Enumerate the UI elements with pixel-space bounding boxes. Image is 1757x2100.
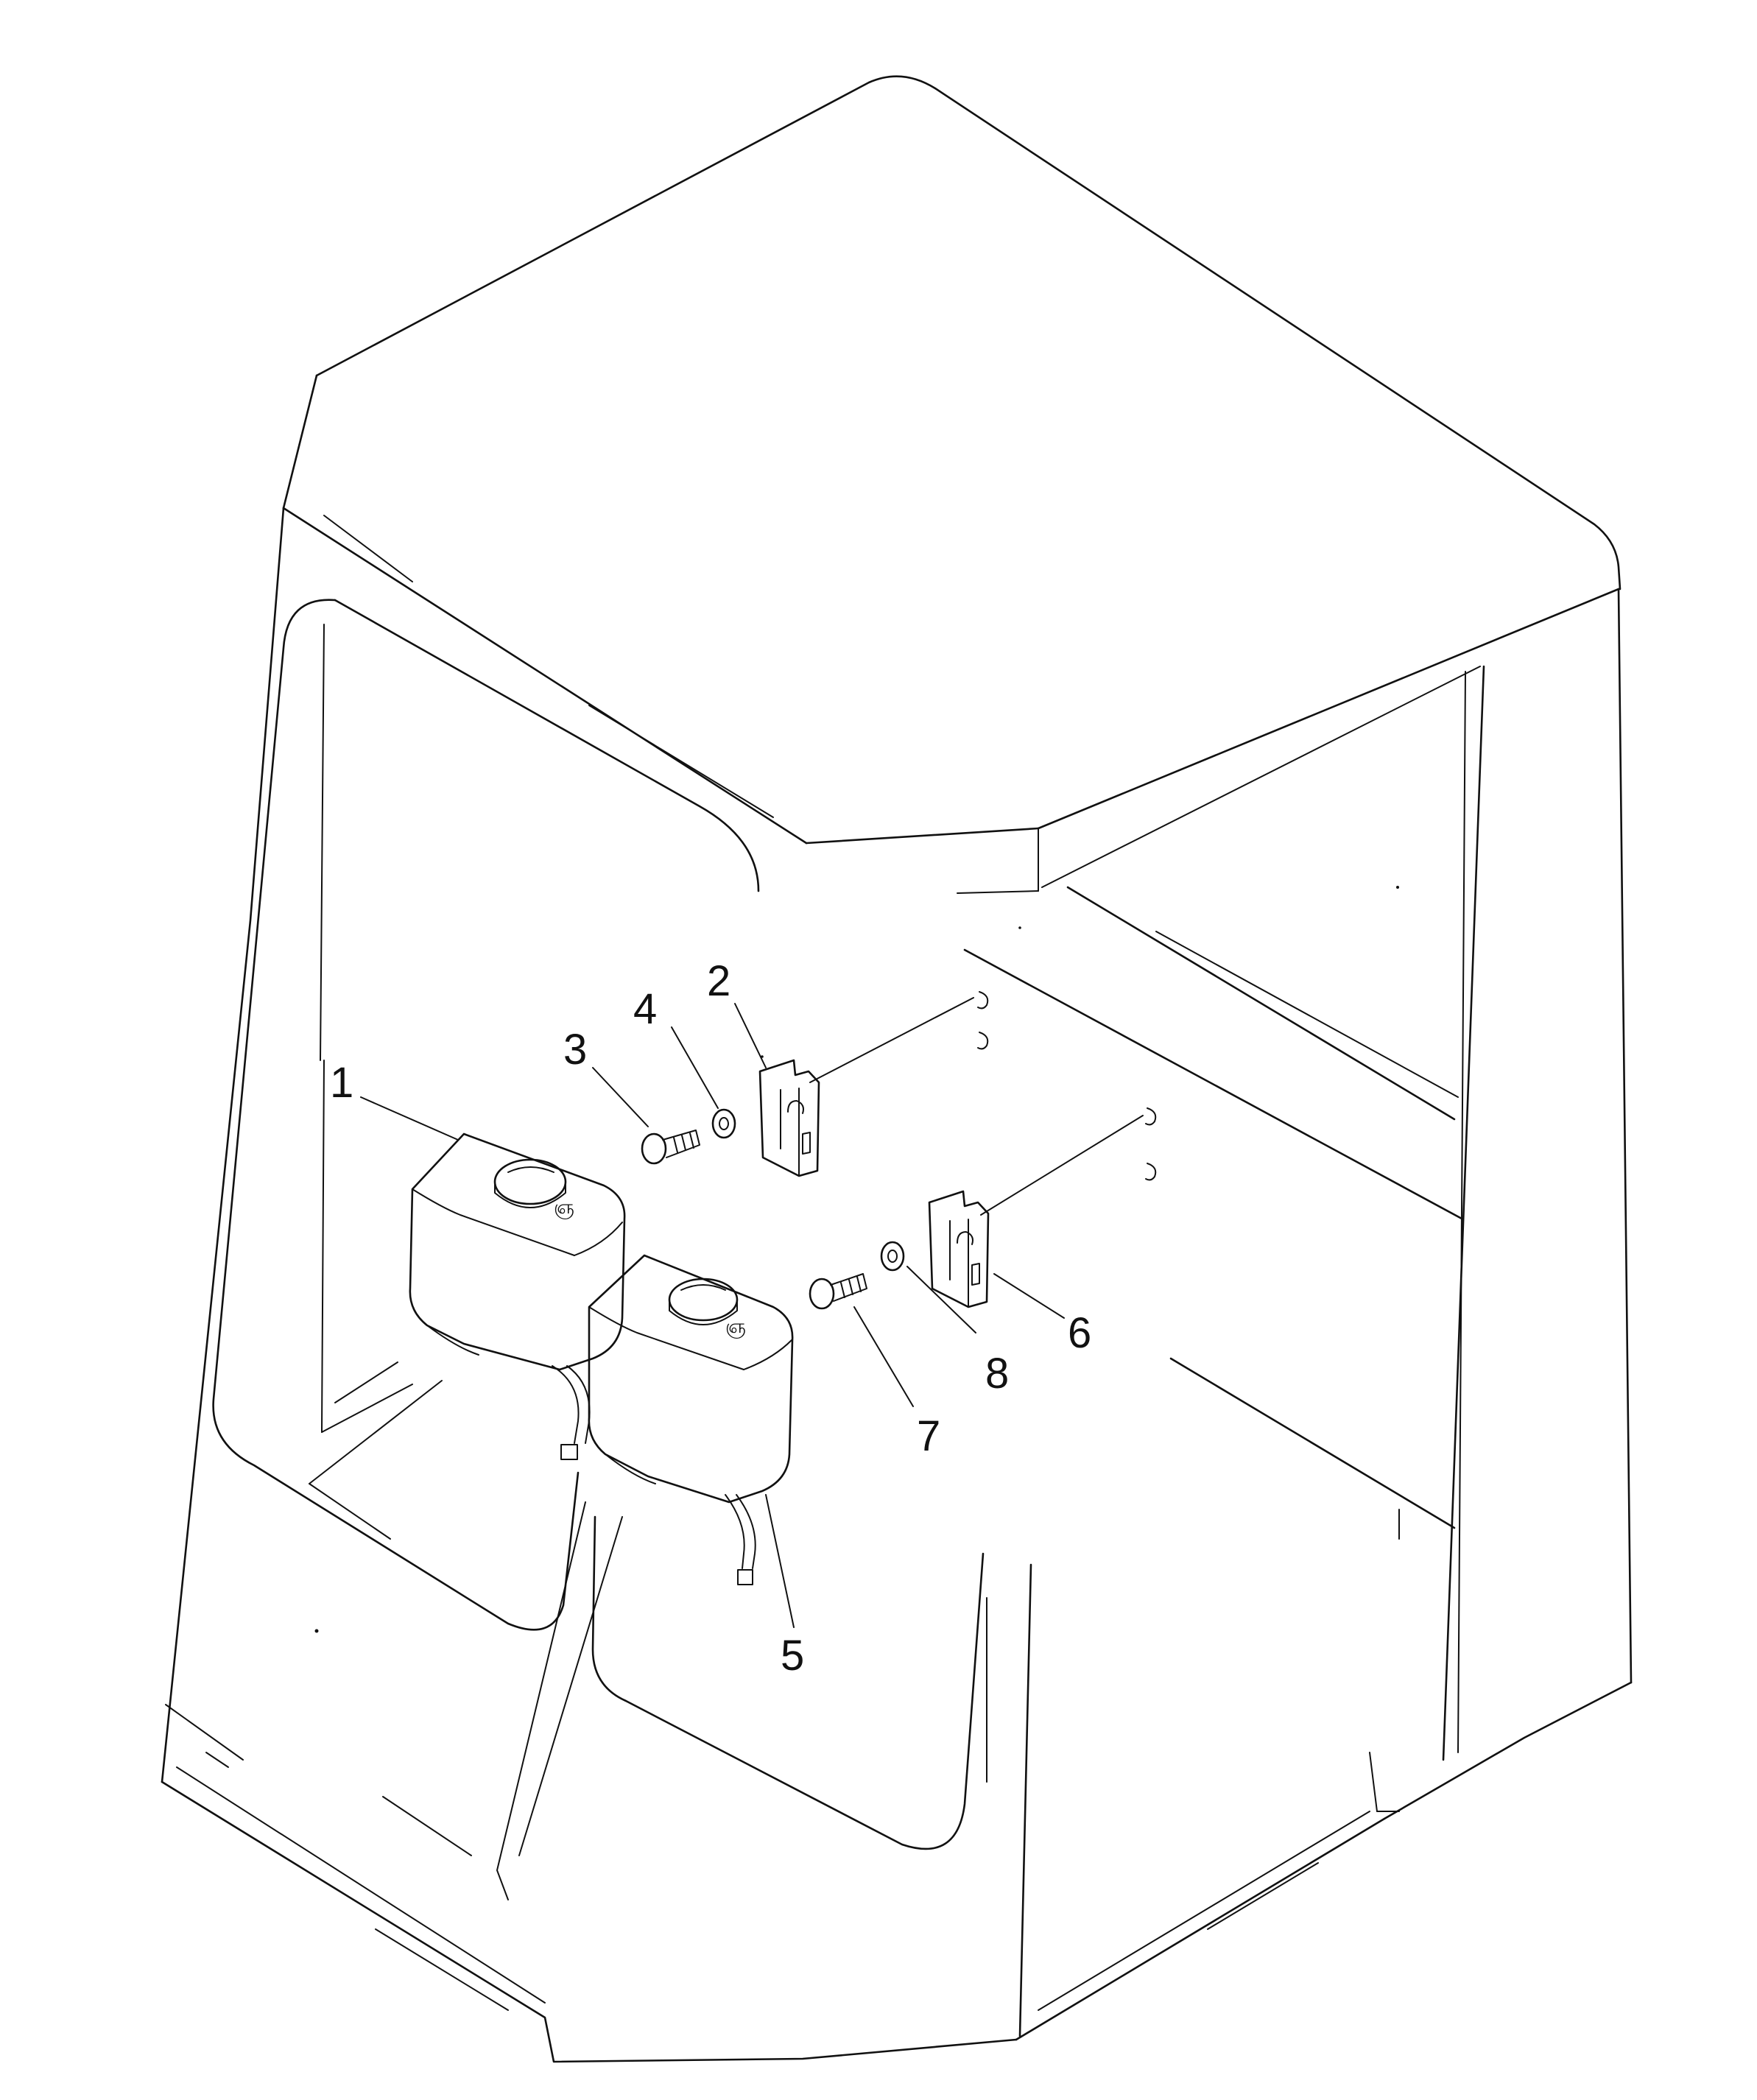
washer-tank-1: ஞ — [409, 1132, 626, 1460]
bracket-6 — [928, 1190, 990, 1308]
washer-4 — [711, 1108, 736, 1139]
callout-labels: 1 2 3 4 5 6 7 8 — [330, 957, 1091, 1680]
mounting-holes — [809, 991, 1157, 1216]
tank-1-mark: ஞ — [554, 1196, 574, 1219]
side-window — [212, 599, 760, 1631]
bolt-7 — [809, 1273, 867, 1310]
washer-tank-5: ஞ — [588, 1254, 794, 1585]
callout-3: 3 — [563, 1026, 587, 1074]
tank-5-mark: ஞ — [725, 1315, 746, 1339]
callout-2: 2 — [707, 957, 730, 1005]
callout-8: 8 — [985, 1350, 1009, 1398]
washer-8 — [880, 1241, 905, 1272]
callout-leaders — [360, 1003, 1065, 1628]
cab-outline — [161, 75, 1633, 2063]
bottom-leaders — [496, 1501, 623, 1900]
callout-7: 7 — [917, 1412, 940, 1460]
callout-5: 5 — [781, 1632, 804, 1680]
scan-specks — [314, 886, 1399, 1633]
callout-4: 4 — [633, 985, 657, 1033]
callout-1: 1 — [330, 1059, 353, 1107]
callout-6: 6 — [1068, 1309, 1091, 1357]
bolt-3 — [641, 1130, 700, 1165]
rear-window — [591, 886, 1463, 1850]
bracket-2 — [758, 1059, 820, 1177]
